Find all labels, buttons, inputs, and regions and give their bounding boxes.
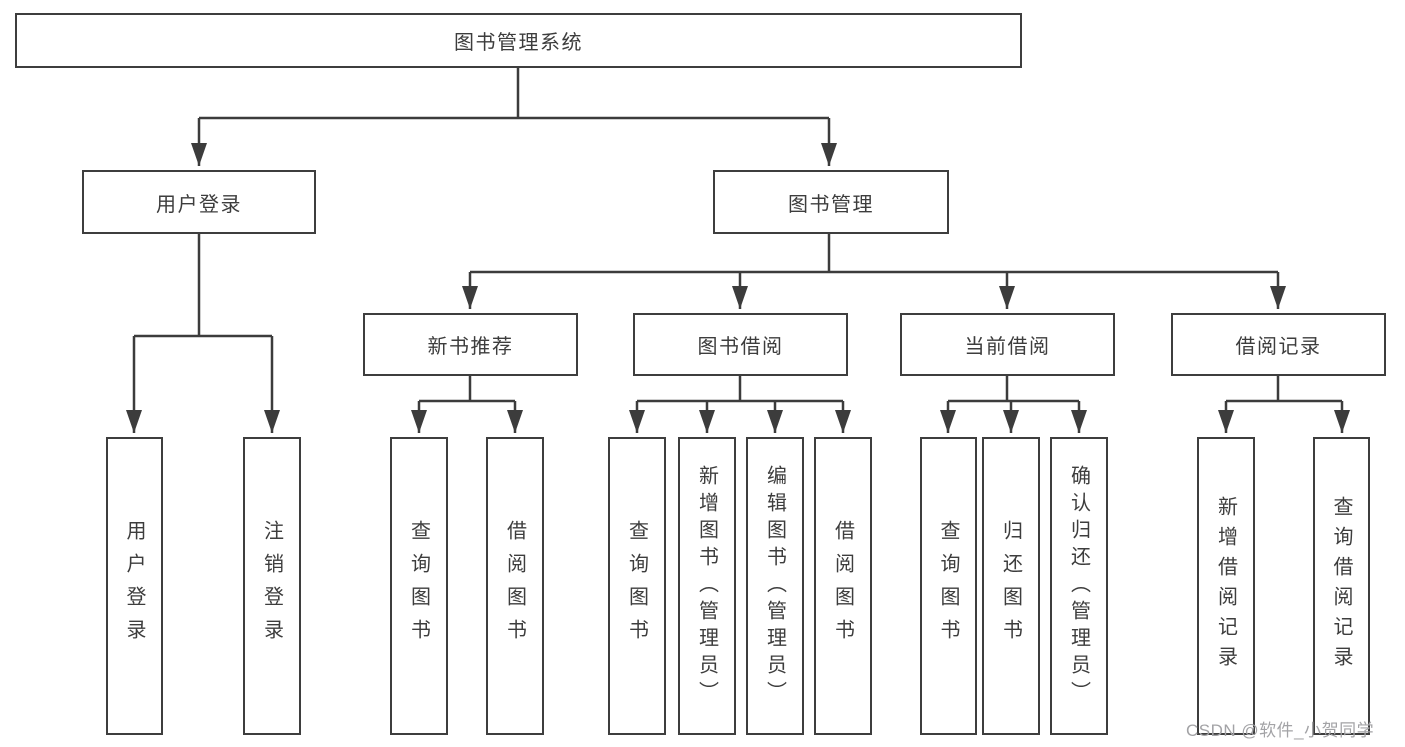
node-label: 用户登录	[156, 193, 242, 216]
node-label: 注销登录	[260, 520, 283, 652]
node-leaf-borrow-book-2: 借阅图书	[814, 437, 872, 735]
node-label: 借阅记录	[1235, 336, 1322, 358]
node-label: 借阅图书	[831, 520, 854, 652]
node-label: 新书推荐	[427, 336, 514, 358]
node-book-borrow: 图书借阅	[633, 313, 848, 376]
node-book-management: 图书管理	[713, 170, 949, 234]
node-leaf-borrow-book-1: 借阅图书	[486, 437, 544, 735]
node-label: 新增图书（管理员）	[695, 464, 718, 708]
node-label: 查询图书	[937, 520, 959, 652]
node-label: 图书借阅	[697, 336, 784, 358]
node-label: 借阅图书	[503, 520, 526, 652]
node-root-system: 图书管理系统	[15, 13, 1022, 68]
connector-login-split	[134, 234, 272, 338]
node-new-book-recommend: 新书推荐	[363, 313, 578, 376]
node-label: 查询图书	[407, 520, 430, 652]
connector-borrow-split	[637, 376, 843, 403]
node-label: 查询图书	[625, 520, 648, 652]
node-leaf-return-book: 归还图书	[982, 437, 1040, 735]
node-leaf-query-book-2: 查询图书	[608, 437, 666, 735]
node-leaf-add-book-admin: 新增图书（管理员）	[678, 437, 736, 735]
node-label: 图书管理	[788, 193, 874, 216]
connector-recommend-split	[419, 376, 515, 403]
connector-record-split	[1226, 376, 1342, 403]
node-leaf-add-borrow-record: 新增借阅记录	[1197, 437, 1255, 735]
node-label: 图书管理系统	[454, 32, 583, 54]
connector-root-split	[199, 68, 829, 120]
node-leaf-edit-book-admin: 编辑图书（管理员）	[746, 437, 804, 735]
connector-current-split	[948, 376, 1079, 403]
node-leaf-query-borrow-record: 查询借阅记录	[1313, 437, 1370, 735]
node-label: 新增借阅记录	[1214, 496, 1237, 676]
node-leaf-query-book-1: 查询图书	[390, 437, 448, 735]
node-leaf-confirm-return-admin: 确认归还（管理员）	[1050, 437, 1108, 735]
node-user-login: 用户登录	[82, 170, 316, 234]
node-leaf-logout: 注销登录	[243, 437, 301, 735]
connector-mgmt-split	[470, 234, 1278, 274]
watermark: CSDN @软件_小贺同学	[1186, 721, 1375, 740]
node-leaf-query-book-3: 查询图书	[920, 437, 977, 735]
node-label: 用户登录	[123, 520, 145, 652]
node-borrow-record: 借阅记录	[1171, 313, 1386, 376]
node-label: 编辑图书（管理员）	[763, 464, 786, 708]
node-label: 当前借阅	[964, 336, 1051, 358]
node-label: 查询借阅记录	[1330, 496, 1352, 676]
node-label: 归还图书	[999, 520, 1022, 652]
node-current-borrow: 当前借阅	[900, 313, 1115, 376]
node-label: 确认归还（管理员）	[1067, 464, 1090, 708]
node-leaf-user-login: 用户登录	[106, 437, 163, 735]
